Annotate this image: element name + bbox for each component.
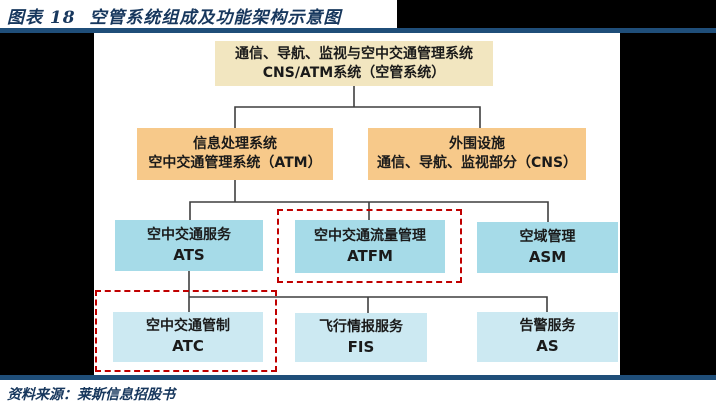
connector-level1-level2 (234, 86, 481, 128)
node-cns-atm-line2: CNS/ATM系统（空管系统） (262, 64, 446, 81)
highlight-dashed-atfm (277, 209, 462, 283)
node-atm-info-processing: 信息处理系统 空中交通管理系统（ATM） (137, 128, 333, 180)
node-atc-line2: ATC (172, 337, 204, 356)
redaction-block-title (397, 0, 716, 28)
node-asm: 空域管理 ASM (477, 222, 618, 273)
node-fis-line1: 飞行情报服务 (319, 318, 403, 335)
node-cns-atm-line1: 通信、导航、监视与空中交通管理系统 (235, 45, 473, 62)
node-cns-line1: 外围设施 (449, 136, 505, 153)
node-asm-line1: 空域管理 (519, 228, 576, 245)
node-atc: 空中交通管制 ATC (113, 312, 263, 362)
highlight-dashed-atc (95, 290, 277, 372)
bottom-rule (0, 375, 716, 380)
node-atm-line1: 信息处理系统 (193, 136, 277, 153)
node-atfm: 空中交通流量管理 ATFM (295, 220, 445, 273)
node-ats: 空中交通服务 ATS (115, 220, 263, 271)
node-atc-line1: 空中交通管制 (146, 318, 230, 335)
node-atfm-line2: ATFM (347, 246, 393, 265)
node-as-line1: 告警服务 (519, 318, 576, 335)
node-cns-atm-system: 通信、导航、监视与空中交通管理系统 CNS/ATM系统（空管系统） (215, 41, 493, 86)
top-rule (0, 28, 716, 33)
node-atfm-line1: 空中交通流量管理 (314, 227, 426, 244)
footer-row: 资料来源：莱斯信息招股书 (0, 380, 716, 408)
node-ats-line2: ATS (173, 245, 205, 264)
node-fis: 飞行情报服务 FIS (295, 313, 427, 362)
redaction-band-left (0, 33, 94, 375)
node-fis-line2: FIS (347, 337, 375, 356)
redaction-band-right (620, 33, 716, 375)
node-cns-line2: 通信、导航、监视部分（CNS） (376, 155, 578, 171)
node-as-line2: AS (536, 337, 559, 356)
node-cns-peripheral: 外围设施 通信、导航、监视部分（CNS） (368, 128, 586, 180)
figure-title: 图表 18 空管系统组成及功能架构示意图 (7, 8, 342, 28)
node-as: 告警服务 AS (477, 312, 618, 362)
node-atm-line2: 空中交通管理系统（ATM） (148, 155, 322, 171)
node-asm-line2: ASM (528, 247, 567, 266)
source-note: 资料来源：莱斯信息招股书 (7, 387, 175, 403)
node-ats-line1: 空中交通服务 (147, 226, 231, 243)
